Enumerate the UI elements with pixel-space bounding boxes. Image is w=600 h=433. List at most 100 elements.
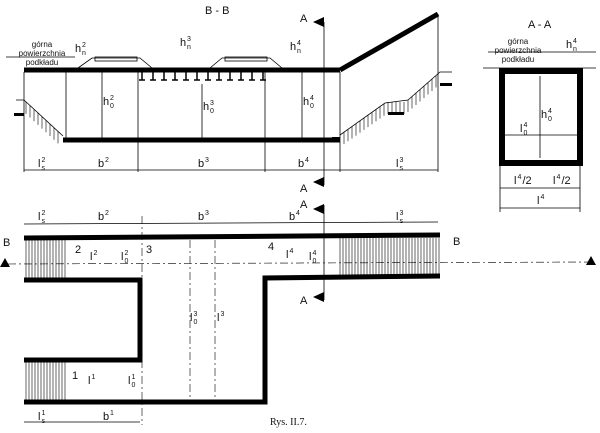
label-sub: n xyxy=(82,50,86,57)
label-base: h xyxy=(180,37,186,49)
plan-wall-left xyxy=(24,277,143,363)
surface-label-line2: powierzchnia xyxy=(19,49,66,58)
label-sup: 4 xyxy=(305,157,309,164)
label-base: b xyxy=(198,158,204,170)
aa-surface-line2: powierzchnia xyxy=(495,46,542,55)
label-sup: 4 xyxy=(310,95,314,102)
label-base: l xyxy=(88,375,90,387)
section-b-line xyxy=(7,261,593,265)
section-a-mark-top: A xyxy=(300,13,308,25)
label-sup: 2 xyxy=(105,210,109,217)
label-sub: n xyxy=(297,48,301,55)
label-sup: 3 xyxy=(187,36,191,43)
label-sup: 1 xyxy=(92,374,96,381)
label-base: l xyxy=(553,175,555,187)
label-base: h xyxy=(541,109,547,121)
label-base: l xyxy=(128,375,130,387)
zone-1: 1 xyxy=(72,370,78,382)
label-sup: 3 xyxy=(221,311,225,318)
zone-2: 2 xyxy=(75,244,81,256)
label-sup: 4 xyxy=(557,174,561,181)
label-sup: 2 xyxy=(82,42,86,49)
ballast-left xyxy=(77,57,153,69)
label-sup: 4 xyxy=(541,194,545,201)
section-b-mark-left: B xyxy=(3,237,10,249)
label-sup: 1 xyxy=(110,410,114,417)
label-sub: 0 xyxy=(313,258,317,265)
label-sub: 0 xyxy=(194,319,198,326)
zone-3: 3 xyxy=(146,244,152,256)
label-base: h xyxy=(203,101,209,113)
label-sup: 1 xyxy=(132,374,136,381)
label-base: l xyxy=(38,211,40,223)
label-sub: 0 xyxy=(548,116,552,123)
label-base: b xyxy=(289,211,295,223)
zone-4: 4 xyxy=(268,241,274,253)
label-base: l xyxy=(38,411,40,423)
surface-label-line3: podkładu xyxy=(26,58,58,67)
label-suffix: /2 xyxy=(523,175,532,187)
surface-label-line1: górna xyxy=(32,40,53,49)
section-b-mark-right: B xyxy=(453,236,460,248)
label-sub: 0 xyxy=(310,103,314,110)
label-sub: 0 xyxy=(110,103,114,110)
label-sub: s xyxy=(42,165,46,172)
label-base: l xyxy=(514,175,516,187)
plan-view: B B A A 2 3 4 1 xyxy=(0,199,596,425)
label-suffix: /2 xyxy=(562,175,571,187)
label-sup: 2 xyxy=(105,157,109,164)
label-base: l xyxy=(90,251,92,263)
plan-section-a-top: A xyxy=(300,199,308,211)
label-sub: s xyxy=(42,218,46,225)
box-section xyxy=(499,68,583,166)
label-sup: 4 xyxy=(524,122,528,129)
label-base: h xyxy=(103,96,109,108)
label-base: b xyxy=(298,158,304,170)
label-base: b xyxy=(103,411,109,423)
section-a-arrow-bottom xyxy=(313,177,324,187)
label-base: l xyxy=(309,251,311,263)
label-sub: s xyxy=(42,418,46,425)
stairs-left xyxy=(16,99,64,137)
label-sub: s xyxy=(400,218,404,225)
plan-section-a-bottom: A xyxy=(300,295,308,307)
label-sup: 4 xyxy=(573,38,577,45)
label-sup: 4 xyxy=(290,248,294,255)
label-base: b xyxy=(98,158,104,170)
label-sub: s xyxy=(400,165,404,172)
label-base: l xyxy=(217,312,219,324)
aa-surface-line3: podkładu xyxy=(502,55,534,64)
sloped-slab xyxy=(338,11,440,73)
label-sub: 0 xyxy=(524,130,528,137)
label-sup: 3 xyxy=(205,210,209,217)
section-a-arrow-top xyxy=(313,17,324,27)
label-base: l xyxy=(121,251,123,263)
label-sub: n xyxy=(187,44,191,51)
figure-caption: Rys. II.7. xyxy=(270,417,307,428)
label-sup: 4 xyxy=(548,108,552,115)
label-sup: 2 xyxy=(42,157,46,164)
label-sub: 0 xyxy=(210,108,214,115)
plan-wall-top xyxy=(23,232,441,241)
